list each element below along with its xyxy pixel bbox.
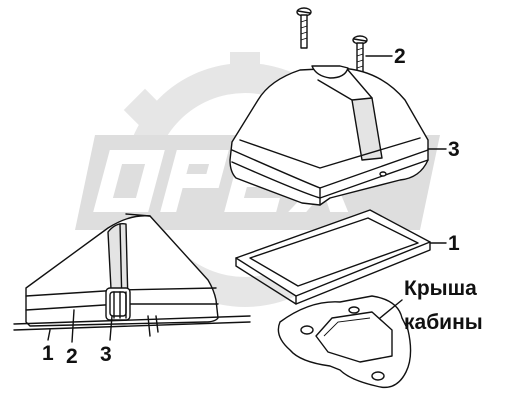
cabin-roof-plate: [277, 295, 412, 389]
callout-bottom-gasket: 1: [42, 342, 54, 365]
callout-top-bolt: 2: [394, 45, 406, 68]
top-bolt-left: [296, 7, 312, 49]
callout-bottom-bolt: 2: [66, 345, 78, 368]
top-gasket: [235, 209, 431, 305]
top-cover: [229, 65, 429, 206]
callout-top-gasket: 1: [448, 232, 460, 255]
caption-line-1: Крыша: [404, 277, 477, 300]
callout-top-cover: 3: [448, 138, 460, 161]
caption-line-2: кабины: [404, 311, 483, 334]
installed-clip: [105, 287, 131, 321]
callout-bottom-clip: 3: [100, 343, 112, 366]
top-bolt-right: [352, 35, 368, 74]
installed-roof-line: [13, 315, 251, 337]
installed-cover: [25, 213, 219, 327]
